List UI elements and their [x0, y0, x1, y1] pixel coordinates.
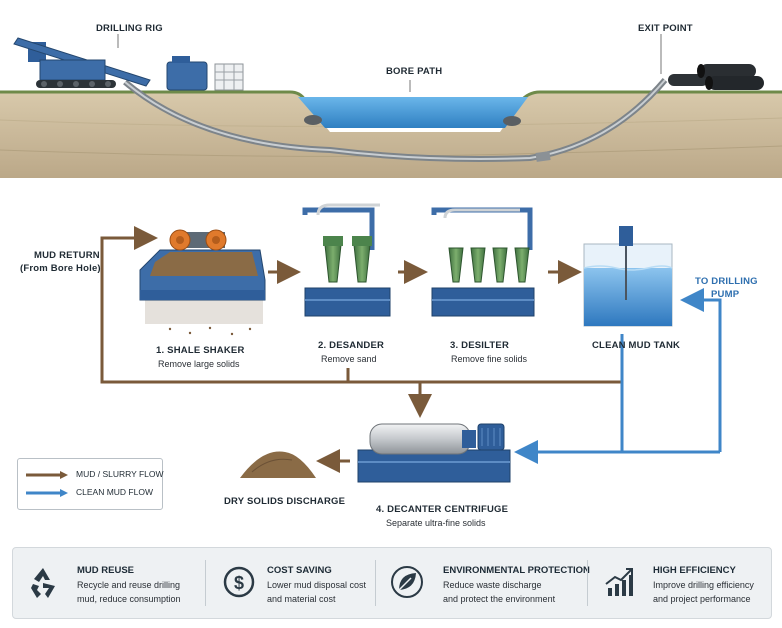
benefit-title: ENVIRONMENTAL PROTECTION — [443, 565, 590, 576]
mud-return-sublabel: (From Bore Hole) — [20, 263, 101, 274]
shale-shaker — [139, 229, 266, 336]
desander-title: 2. DESANDER — [318, 340, 385, 351]
benefit-desc: Recycle and reuse drilling — [77, 580, 181, 590]
benefit-mud-reuse: MUD REUSE Recycle and reuse drilling mud… — [13, 548, 203, 618]
dollar-icon: $ — [223, 566, 255, 598]
benefit-desc: mud, reduce consumption — [77, 594, 181, 604]
exit-pipes — [668, 64, 764, 90]
benefit-high-efficiency: HIGH EFFICIENCY Improve drilling efficie… — [589, 548, 771, 618]
drilling-rig-label: DRILLING RIG — [96, 23, 163, 34]
benefit-cost-saving: $ COST SAVING Lower mud disposal cost an… — [209, 548, 385, 618]
legend-label: MUD / SLURRY FLOW — [76, 469, 164, 479]
to-drilling-pump-label: TO DRILLING — [695, 276, 758, 287]
desilter — [431, 207, 535, 317]
desilter-desc: Remove fine solids — [451, 354, 528, 364]
decanter-centrifuge — [357, 423, 511, 483]
benefit-desc: and material cost — [267, 594, 336, 604]
benefit-desc: Lower mud disposal cost — [267, 580, 367, 590]
benefit-title: HIGH EFFICIENCY — [653, 565, 736, 576]
mud-return-label: MUD RETURN — [34, 250, 100, 261]
bore-pipe — [123, 78, 668, 162]
to-drilling-pump-sublabel: PUMP — [711, 289, 740, 300]
benefit-environmental-protection: ENVIRONMENTAL PROTECTION Reduce waste di… — [377, 548, 590, 618]
bore-path-label: BORE PATH — [386, 66, 443, 77]
benefit-title: COST SAVING — [267, 565, 332, 576]
divider — [205, 560, 206, 606]
legend-label: CLEAN MUD FLOW — [76, 487, 153, 497]
divider — [375, 560, 376, 606]
clean-mud-flow-lines — [514, 288, 722, 464]
growth-chart-icon — [605, 568, 633, 596]
shale-shaker-desc: Remove large solids — [158, 359, 240, 369]
benefit-desc: and protect the environment — [443, 594, 556, 604]
benefit-desc: Improve drilling efficiency — [653, 580, 754, 590]
legend: MUD / SLURRY FLOW CLEAN MUD FLOW — [17, 458, 164, 510]
benefits-bar: MUD REUSE Recycle and reuse drilling mud… — [12, 547, 772, 619]
benefit-desc: Reduce waste discharge — [443, 580, 542, 590]
desilter-title: 3. DESILTER — [450, 340, 510, 351]
leaf-icon — [391, 566, 423, 598]
drilling-rig — [13, 37, 151, 88]
desander-desc: Remove sand — [321, 354, 377, 364]
decanter-centrifuge-desc: Separate ultra-fine solids — [386, 518, 486, 528]
clean-mud-tank-title: CLEAN MUD TANK — [592, 340, 681, 351]
recycle-icon — [31, 568, 55, 598]
benefit-title: MUD REUSE — [77, 565, 135, 576]
svg-text:$: $ — [234, 573, 244, 593]
benefit-desc: and project performance — [653, 594, 751, 604]
dry-solids-label: DRY SOLIDS DISCHARGE — [224, 496, 346, 507]
clean-flow-swatch — [26, 489, 68, 497]
decanter-centrifuge-title: 4. DECANTER CENTRIFUGE — [376, 504, 509, 515]
exit-point-label: EXIT POINT — [638, 23, 693, 34]
shale-shaker-title: 1. SHALE SHAKER — [156, 345, 245, 356]
mud-mixing-unit — [166, 56, 244, 91]
divider — [587, 560, 588, 606]
desander — [302, 203, 391, 317]
mud-flow-swatch — [26, 471, 68, 479]
clean-mud-tank — [583, 226, 673, 327]
river — [298, 97, 528, 128]
dry-solids-pile — [240, 451, 316, 478]
